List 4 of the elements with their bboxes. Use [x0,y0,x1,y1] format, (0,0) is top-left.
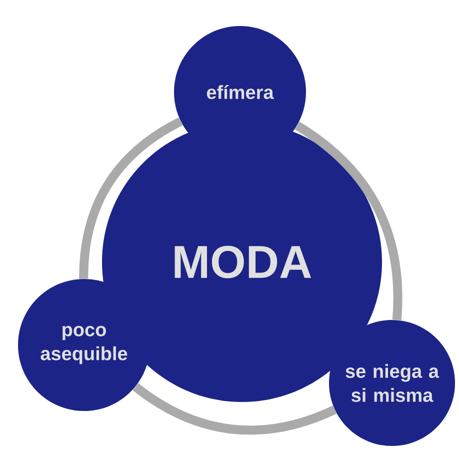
connector-arc [294,122,402,320]
connector-arc [132,383,336,435]
node-label: efímera [206,84,274,100]
connector-arc [79,117,183,279]
